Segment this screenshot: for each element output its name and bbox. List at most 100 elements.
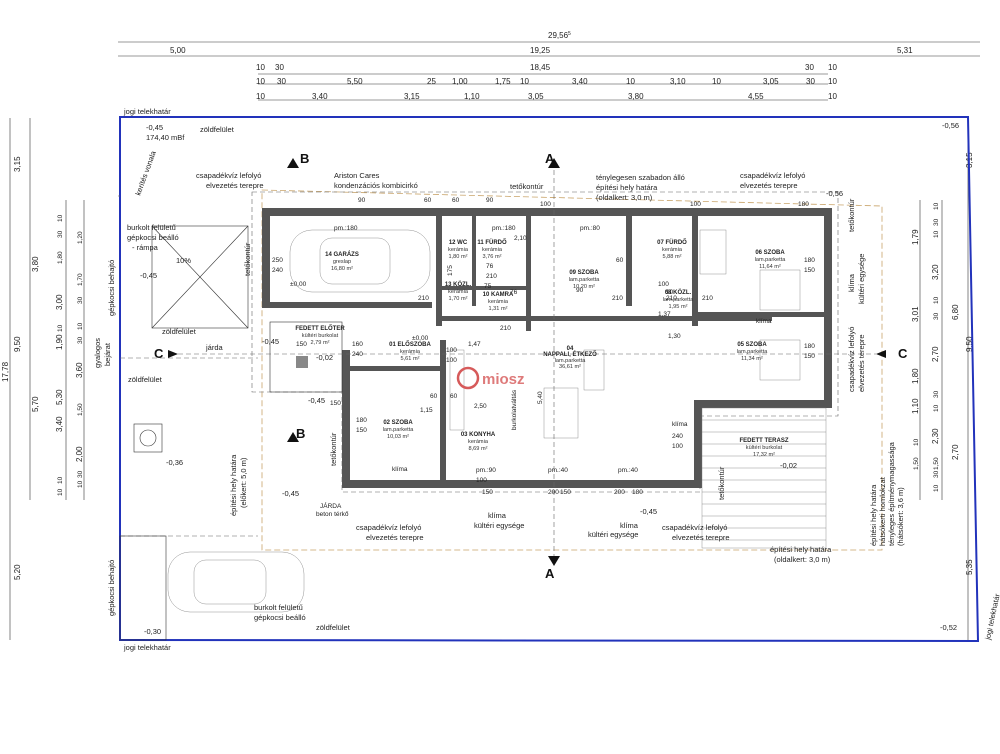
left-inner-4: 3,60 xyxy=(75,362,84,378)
svg-text:1,50: 1,50 xyxy=(913,457,920,470)
room-label-bathroom-11: 11 FÜRDŐ kerámia 3,76 m² xyxy=(477,239,507,260)
build-limit-front-1: építési hely határa xyxy=(229,454,238,516)
svg-text:90: 90 xyxy=(666,289,674,296)
ac-right-2: kültéri egysége xyxy=(857,254,866,304)
elev-walk2: -0,02 xyxy=(316,353,333,362)
room-label-hall: 01 ELŐSZOBA kerámia 5,61 m² xyxy=(389,341,431,362)
fence-lines xyxy=(118,195,258,537)
svg-text:kerámia: kerámia xyxy=(400,349,421,355)
svg-text:12 WC: 12 WC xyxy=(449,240,468,246)
top2-c: 18,45 xyxy=(530,63,551,72)
svg-text:10: 10 xyxy=(57,324,64,332)
room-label-garage: 14 GARÁZS greslap 16,80 m² xyxy=(325,251,359,272)
building-walls xyxy=(262,208,832,488)
svg-text:lam.parketta: lam.parketta xyxy=(383,427,415,433)
green-lower: zöldfelület xyxy=(128,375,163,384)
top3-7: 3,40 xyxy=(572,77,588,86)
elev-bottom-mid: -0,45 xyxy=(640,507,657,516)
right-inner-5: 1,80 xyxy=(911,368,920,384)
svg-text:210: 210 xyxy=(666,295,677,302)
svg-text:210: 210 xyxy=(418,295,429,302)
svg-text:60: 60 xyxy=(430,393,438,400)
right-outer-2: 3,01 xyxy=(911,306,920,322)
paved-parking-b-2: gépkocsi beálló xyxy=(254,613,306,622)
free-building-1: ténylegesen szabadon álló xyxy=(596,173,685,182)
svg-text:8,69 m²: 8,69 m² xyxy=(469,446,488,452)
roof-outline-right: tetőkontúr xyxy=(847,198,856,232)
svg-text:03 KONYHA: 03 KONYHA xyxy=(461,432,496,438)
svg-text:90: 90 xyxy=(576,287,584,294)
svg-text:1,47: 1,47 xyxy=(468,341,481,348)
elev-well: -0,36 xyxy=(166,458,183,467)
svg-text:30: 30 xyxy=(933,470,940,478)
svg-text:150: 150 xyxy=(330,400,341,407)
inner-dimensions: 90 60 60 90 100 100 180 250 240 76 210 1… xyxy=(272,197,815,496)
top3-6: 10 xyxy=(520,77,529,86)
elev-bottom-left: -0,30 xyxy=(144,627,161,636)
elev-top-right: -0,56 xyxy=(942,121,959,130)
room-label-living: 04 NAPPALI, ÉTKEZŐ lam.parketta 36,61 m² xyxy=(543,346,597,370)
svg-text:1,95 m²: 1,95 m² xyxy=(669,304,688,310)
right-inner-7: 2,30 xyxy=(931,428,940,444)
svg-text:lam.parketta: lam.parketta xyxy=(755,257,787,263)
svg-text:175: 175 xyxy=(447,265,454,276)
svg-text:3,76 m²: 3,76 m² xyxy=(483,254,502,260)
ac-bottom-1: klíma xyxy=(488,511,507,520)
svg-text:150: 150 xyxy=(804,267,815,274)
terrace-elev: -0,02 xyxy=(780,461,797,470)
top3-11: 3,05 xyxy=(763,77,779,86)
svg-text:10: 10 xyxy=(57,488,64,496)
section-b-bottom: B xyxy=(296,426,305,441)
svg-text:30: 30 xyxy=(57,230,64,238)
room-label-wc: 12 WC kerámia 1,80 m² xyxy=(448,240,469,260)
top2-d: 30 xyxy=(805,63,814,72)
top3-0: 10 xyxy=(256,77,265,86)
top2-b: 30 xyxy=(275,63,284,72)
room-label-pantry: 10 KAMRA kerámia 1,31 m² xyxy=(483,292,514,312)
watermark-text: miosz xyxy=(482,371,525,388)
ac-bottom-b-2: kültéri egysége xyxy=(588,530,638,539)
svg-text:60: 60 xyxy=(452,197,460,204)
floor-zero-1: ±0,00 xyxy=(290,281,307,288)
svg-text:30: 30 xyxy=(77,470,84,478)
svg-text:90: 90 xyxy=(358,197,366,204)
elev-top-left: -0,45 xyxy=(146,123,163,132)
svg-text:1,37: 1,37 xyxy=(658,311,671,318)
walkway-label: járda xyxy=(205,343,224,352)
left-inner-5: 5,30 xyxy=(55,389,64,405)
svg-text:100: 100 xyxy=(446,347,457,354)
section-a-top: A xyxy=(545,151,555,166)
svg-text:1,31 m²: 1,31 m² xyxy=(489,306,508,312)
build-limit-rear-4: (hátsókert: 3,6 m) xyxy=(896,487,905,546)
room-label-porch: FEDETT ELŐTER kültéri burkolat 2,79 m² xyxy=(295,325,345,346)
ac-bottom-2: kültéri egysége xyxy=(474,521,524,530)
left-outer-1: 3,15 xyxy=(13,156,22,172)
gutter-bl-1: csapadékvíz lefolyó xyxy=(356,523,421,532)
svg-text:180: 180 xyxy=(804,257,815,264)
roof-outline-left: tetőkontúr xyxy=(243,242,252,276)
svg-text:10: 10 xyxy=(933,296,940,304)
left-inner-7: 2,00 xyxy=(75,446,84,462)
top3-5: 1,75 xyxy=(495,77,511,86)
svg-text:5,61 m²: 5,61 m² xyxy=(401,356,420,362)
build-limit-rear-3: tényleges építménymagassága xyxy=(887,441,896,546)
furniture xyxy=(449,229,801,439)
left-dimension-chains xyxy=(9,118,85,640)
svg-text:lam.parketta: lam.parketta xyxy=(569,277,601,283)
klima-szoba: klíma xyxy=(392,466,408,473)
svg-text:75: 75 xyxy=(484,283,492,290)
svg-text:10,03 m²: 10,03 m² xyxy=(387,434,409,440)
svg-text:11,64 m²: 11,64 m² xyxy=(759,264,781,270)
gutter-br-2: elvezetés terepre xyxy=(672,533,730,542)
right-inner-2: 3,20 xyxy=(931,264,940,280)
right-outer-3: 9,50 xyxy=(965,336,974,352)
svg-text:180: 180 xyxy=(632,489,643,496)
svg-text:30: 30 xyxy=(77,296,84,304)
svg-text:100: 100 xyxy=(672,443,683,450)
svg-text:NAPPALI, ÉTKEZŐ: NAPPALI, ÉTKEZŐ xyxy=(543,350,597,358)
room-label-kitchen: 03 KONYHA kerámia 8,69 m² xyxy=(461,432,496,452)
top4-4: 3,05 xyxy=(528,92,544,101)
svg-text:30: 30 xyxy=(77,336,84,344)
elev-front: -0,45 xyxy=(282,489,299,498)
paved-parking-b-1: burkolt felületű xyxy=(254,603,303,612)
